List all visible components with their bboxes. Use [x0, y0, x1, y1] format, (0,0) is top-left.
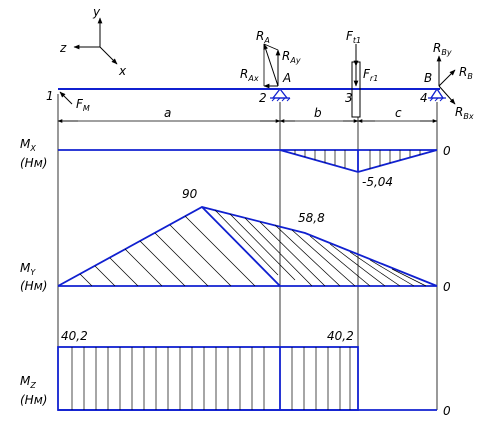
- rb-label: RB: [459, 65, 473, 81]
- point-2-label: 2: [259, 91, 267, 105]
- support-a-label: A: [282, 71, 291, 85]
- z-axis-label: z: [59, 41, 67, 55]
- mz-unit: (Нм): [20, 393, 47, 407]
- mz-hatch: [71, 347, 351, 410]
- ray-label: RAy: [282, 49, 301, 65]
- gear-point-3: Ft1 Fr1: [346, 29, 378, 118]
- point-3-label: 3: [345, 91, 353, 105]
- my-curve: [57, 206, 438, 287]
- rb-arrow: [438, 69, 456, 87]
- span-a-label: a: [164, 106, 171, 120]
- x-axis-arrow: [99, 46, 118, 65]
- point-4-label: 4: [420, 91, 428, 105]
- fr1-label: Fr1: [363, 67, 378, 83]
- fm-label: FM: [76, 97, 90, 113]
- y-axis-label: y: [92, 5, 101, 19]
- my-mid-label: 58,8: [298, 211, 325, 225]
- point-1-label: 1: [46, 89, 54, 103]
- mz-diagram: MZ (Нм): [20, 329, 451, 418]
- my-divider-line: [201, 206, 281, 287]
- rax-label: RAx: [240, 67, 259, 83]
- support-a-triangle: [271, 87, 289, 99]
- force-fm: FM: [59, 91, 90, 113]
- support-b-label: B: [424, 71, 432, 85]
- ra-label: RA: [256, 29, 270, 45]
- rbx-label: RBx: [455, 105, 474, 121]
- my-zero-label: 0: [443, 280, 451, 294]
- mx-value-label: -5,04: [362, 175, 393, 189]
- support-a: A RA RAy RAx: [240, 29, 301, 102]
- ft1-label: Ft1: [346, 29, 361, 45]
- mz-right-label: 40,2: [327, 329, 354, 343]
- my-unit: (Нм): [20, 279, 47, 293]
- support-b: B RBy RB RBx: [424, 41, 474, 121]
- span-c-label: c: [395, 106, 402, 120]
- my-peak-label: 90: [182, 187, 198, 201]
- span-b-label: b: [314, 106, 322, 120]
- support-b-triangle: [429, 87, 445, 99]
- mx-zero-label: 0: [443, 144, 451, 158]
- rby-label: RBy: [433, 41, 452, 57]
- mz-left-label: 40,2: [61, 329, 88, 343]
- mz-axis-label: MZ: [20, 374, 36, 390]
- mx-unit: (Нм): [20, 156, 47, 170]
- mz-zero-label: 0: [443, 404, 451, 418]
- coordinate-axes: y z x: [59, 5, 127, 78]
- mz-rect: [57, 346, 359, 411]
- dimension-line: a b c: [57, 106, 438, 123]
- mx-hatch: [294, 150, 421, 169]
- my-hatch: [79, 209, 427, 287]
- x-axis-label: x: [118, 64, 127, 78]
- ra-arrow: [263, 43, 279, 87]
- my-diagram: MY (Нм) 90 58,8 0: [20, 187, 451, 294]
- my-axis-label: MY: [20, 261, 36, 277]
- mx-diagram: MX (Нм) -5,04 0: [20, 137, 451, 189]
- rbx-arrow: [438, 85, 456, 105]
- mx-axis-label: MX: [20, 137, 36, 153]
